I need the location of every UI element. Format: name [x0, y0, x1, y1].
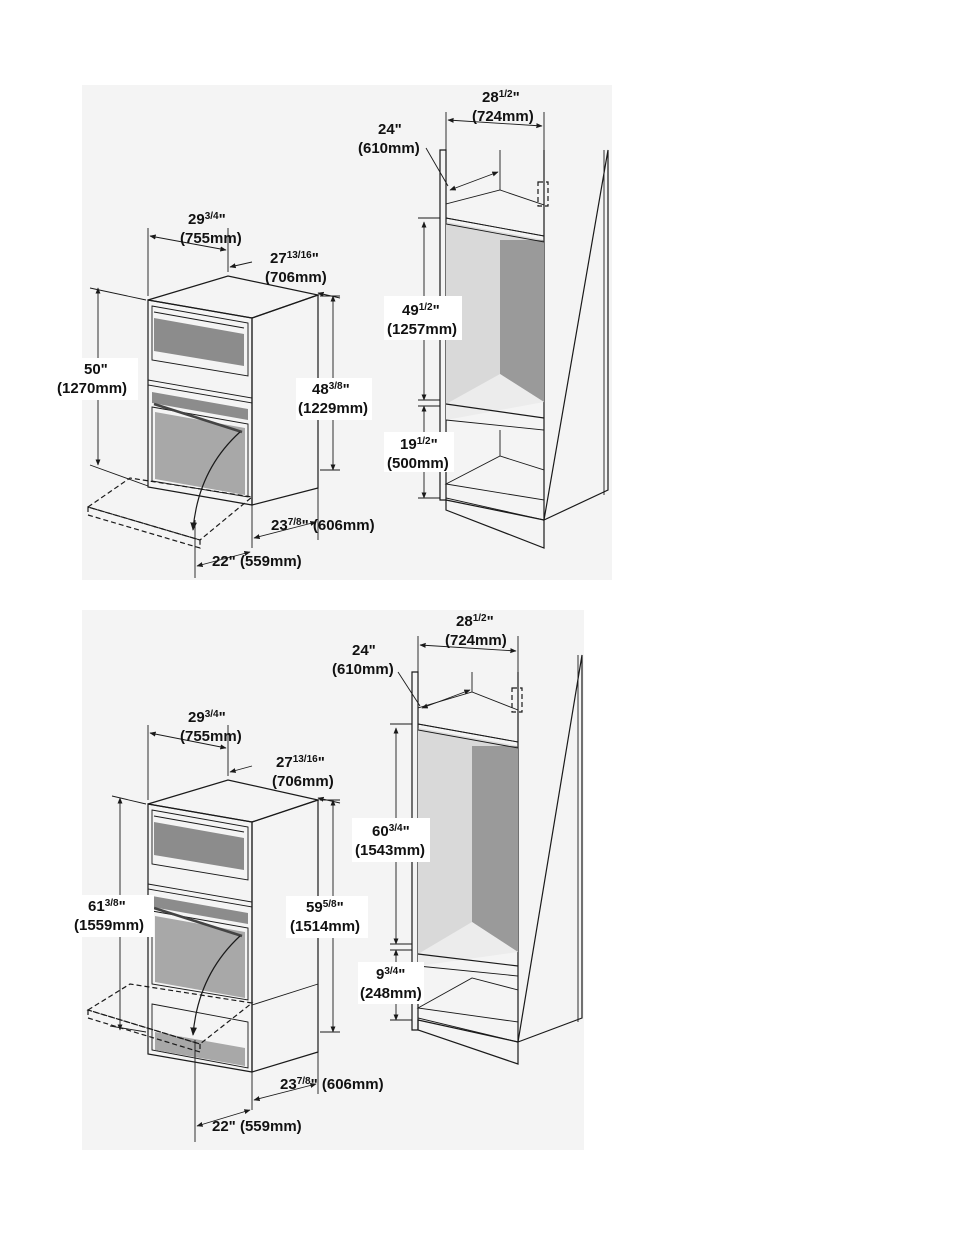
top-oven-height-body-mm: (1229mm): [298, 400, 368, 417]
bottom-oven-depth-body-label: 237/8" (606mm): [280, 1076, 384, 1093]
top-cabinet-depth-mm: (610mm): [358, 140, 420, 157]
top-oven-depth-top-mm: (706mm): [265, 269, 327, 286]
top-oven-height-total-label: 50": [84, 361, 108, 378]
bottom-oven-depth-top-mm: (706mm): [272, 773, 334, 790]
bottom-cabinet-width-mm: (724mm): [445, 632, 507, 649]
top-oven-width-mm: (755mm): [180, 230, 242, 247]
bottom-oven-height-body-mm: (1514mm): [290, 918, 360, 935]
top-oven-height-total-mm: (1270mm): [57, 380, 127, 397]
top-oven-door-depth-label: 22" (559mm): [212, 553, 302, 570]
top-oven-depth-body-label: 237/8" (606mm): [271, 517, 375, 534]
top-cabinet-width-mm: (724mm): [472, 108, 534, 125]
top-cabinet-floor-height-mm: (500mm): [387, 455, 449, 472]
bottom-cabinet-depth-mm: (610mm): [332, 661, 394, 678]
bottom-cabinet-depth-label: 24": [352, 642, 376, 659]
top-cabinet-cutout-height-mm: (1257mm): [387, 321, 457, 338]
bottom-cabinet-cutout-height-mm: (1543mm): [355, 842, 425, 859]
bottom-oven-door-depth-label: 22" (559mm): [212, 1118, 302, 1135]
bottom-oven-height-total-mm: (1559mm): [74, 917, 144, 934]
bottom-oven-width-mm: (755mm): [180, 728, 242, 745]
bottom-cabinet-floor-height-mm: (248mm): [360, 985, 422, 1002]
top-cabinet-depth-label: 24": [378, 121, 402, 138]
